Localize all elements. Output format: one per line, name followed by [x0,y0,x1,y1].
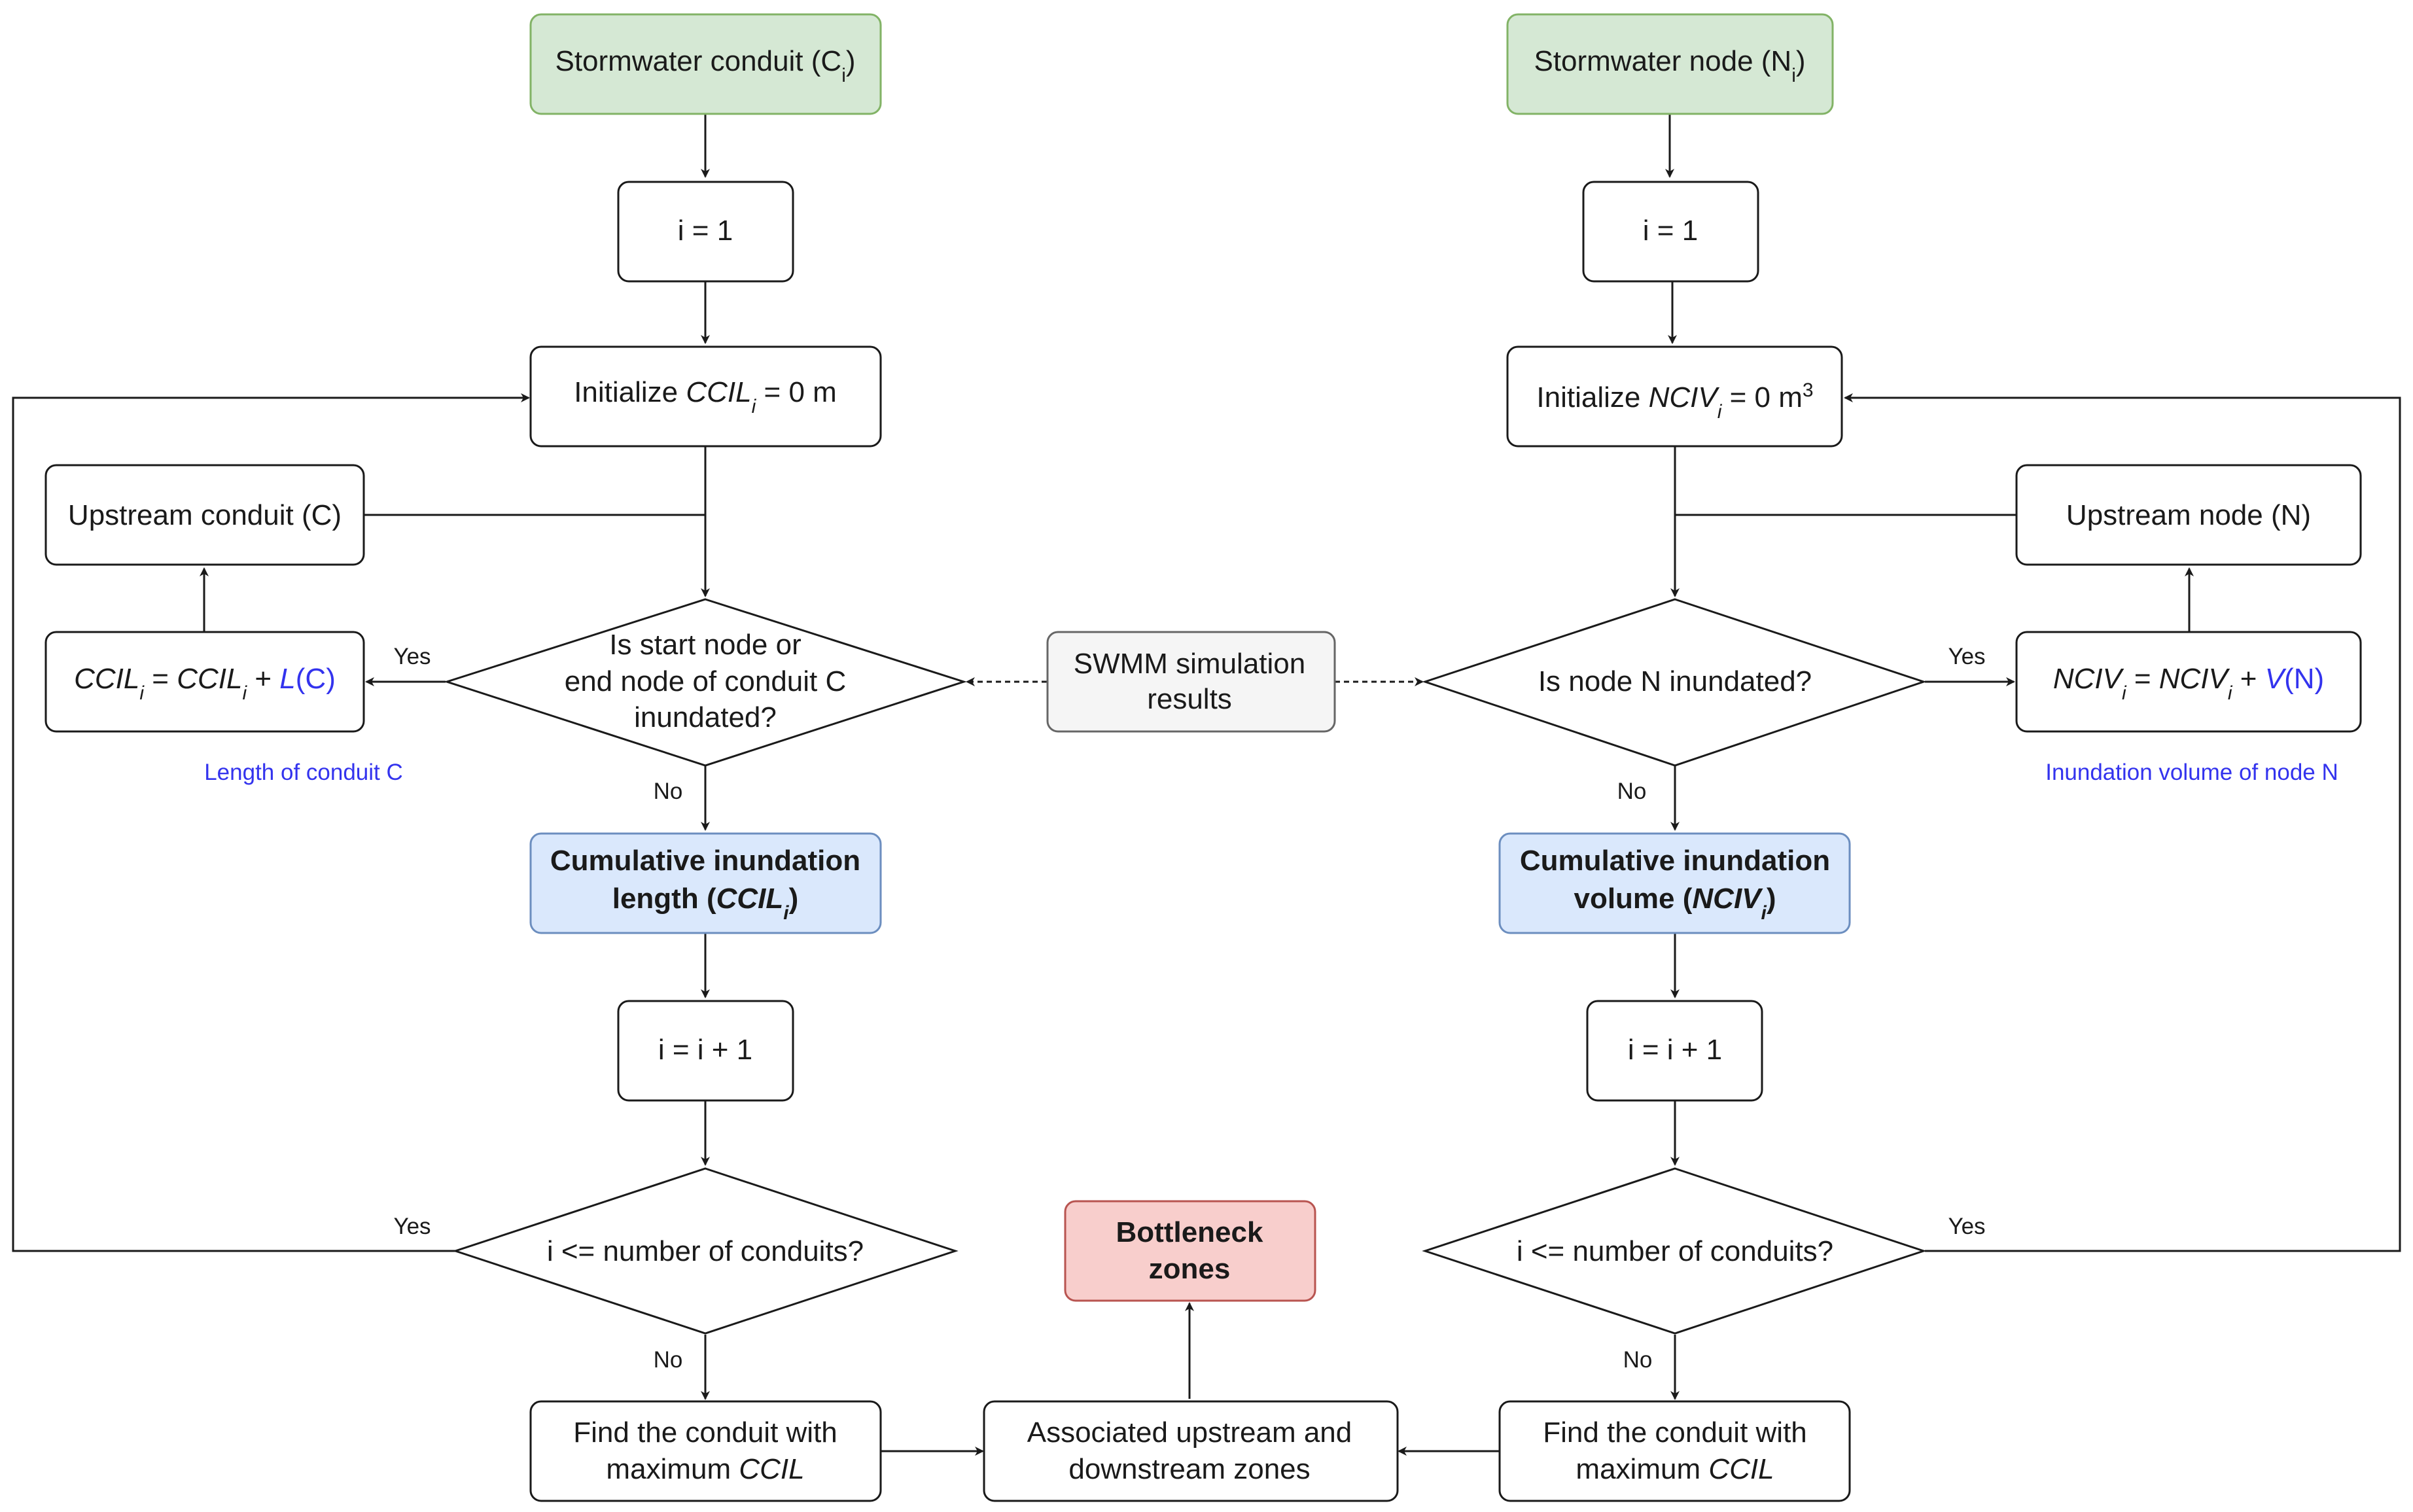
left-start-box [529,13,882,115]
left-counter-init-node: i = 1 [617,181,794,283]
right-counter-inc-box [1586,1000,1763,1102]
right-init-label: Initialize NCIVi = 0 m3 [1536,379,1813,423]
right-decision2-diamond [1422,1167,1927,1335]
left-update-note: Length of conduit C [204,760,403,785]
left-decision1-line3: inundated? [634,701,777,733]
bottleneck-line1: Bottleneck [1116,1216,1263,1248]
right-find-box [1498,1400,1851,1502]
left-init-label: Initialize CCILi = 0 m [574,376,837,417]
left-decision1-no-label: No [654,779,683,804]
left-decision2-diamond [452,1167,959,1335]
right-decision2-label: i <= number of conduits? [1517,1235,1833,1267]
edge-left-loop-back [12,393,530,1252]
simulation-line1: SWMM simulation [1074,648,1306,680]
left-find-line2: maximum CCIL [606,1453,804,1485]
left-result-line2: length (CCILi) [612,883,799,924]
left-counter-init-label: i = 1 [678,215,733,247]
left-decision1-diamond [444,598,967,767]
left-counter-inc-box [617,1000,794,1102]
left-init-node: Initialize CCILi = 0 m [529,345,882,448]
left-start-node: Stormwater conduit (Ci) [529,13,882,115]
left-update-node: CCILi = CCILi + L(C) [44,631,365,733]
left-decision2-yes-label: Yes [393,1214,431,1239]
right-start-box [1506,13,1834,115]
right-decision1-diamond [1422,598,1927,767]
left-result-node: Cumulative inundation length (CCILi) [529,832,882,934]
left-upstream-node: Upstream conduit (C) [44,464,365,566]
left-decision2-no-label: No [654,1347,683,1373]
right-decision1-no-label: No [1617,779,1647,804]
left-upstream-label: Upstream conduit (C) [68,499,342,531]
left-upstream-box [44,464,365,566]
simulation-node: SWMM simulation results [1046,631,1336,733]
right-update-node: NCIVi = NCIVi + V(N) [2015,631,2362,733]
left-decision2-node: i <= number of conduits? [452,1167,959,1335]
left-find-line1: Find the conduit with [573,1416,837,1449]
simulation-line2: results [1147,683,1232,715]
right-decision2-no-label: No [1623,1347,1653,1373]
right-counter-inc-label: i = i + 1 [1628,1034,1722,1066]
right-update-note: Inundation volume of node N [2045,760,2338,785]
right-upstream-label: Upstream node (N) [2066,499,2311,531]
left-counter-inc-node: i = i + 1 [617,1000,794,1102]
left-find-node: Find the conduit with maximum CCIL [529,1400,882,1502]
edges [12,114,2401,1456]
left-update-label: CCILi = CCILi + L(C) [74,663,336,704]
left-decision1-yes-label: Yes [393,644,431,669]
left-counter-init-box [617,181,794,283]
left-decision1-line2: end node of conduit C [565,665,847,697]
right-update-box [2015,631,2362,733]
right-result-line1: Cumulative inundation [1520,845,1830,877]
left-init-box [529,345,882,448]
right-upstream-node: Upstream node (N) [2015,464,2362,566]
left-result-box [529,832,882,934]
left-decision1-node: Is start node or end node of conduit C i… [444,598,967,767]
right-result-node: Cumulative inundation volume (NCIVi) [1498,832,1851,934]
right-counter-init-label: i = 1 [1643,215,1698,247]
left-decision1-line1: Is start node or [609,629,801,661]
left-result-line1: Cumulative inundation [550,845,860,877]
right-start-node: Stormwater node (Ni) [1506,13,1834,115]
right-find-line2: maximum CCIL [1576,1453,1774,1485]
right-decision1-label: Is node N inundated? [1538,665,1812,697]
associated-line1: Associated upstream and [1027,1416,1352,1449]
bottleneck-box [1064,1200,1316,1302]
right-decision2-node: i <= number of conduits? [1422,1167,1927,1335]
left-counter-inc-label: i = i + 1 [658,1034,752,1066]
left-start-label: Stormwater conduit (Ci) [555,45,855,86]
right-find-node: Find the conduit with maximum CCIL [1498,1400,1851,1502]
left-find-box [529,1400,882,1502]
left-decision2-label: i <= number of conduits? [547,1235,864,1267]
simulation-box [1046,631,1336,733]
associated-line2: downstream zones [1068,1453,1310,1485]
bottleneck-line2: zones [1149,1253,1231,1285]
right-find-line1: Find the conduit with [1543,1416,1807,1449]
right-upstream-box [2015,464,2362,566]
right-counter-init-node: i = 1 [1582,181,1759,283]
right-result-line2: volume (NCIVi) [1574,883,1776,924]
right-init-node: Initialize NCIVi = 0 m3 [1506,345,1843,448]
right-counter-init-box [1582,181,1759,283]
associated-node: Associated upstream and downstream zones [983,1400,1399,1502]
bottleneck-node: Bottleneck zones [1064,1200,1316,1302]
right-counter-inc-node: i = i + 1 [1586,1000,1763,1102]
left-update-box [44,631,365,733]
edge-right-loop-back [1844,393,2401,1252]
right-decision1-yes-label: Yes [1948,644,1985,669]
associated-box [983,1400,1399,1502]
right-result-box [1498,832,1851,934]
right-update-label: NCIVi = NCIVi + V(N) [2053,663,2324,704]
right-init-box [1506,345,1843,448]
right-decision2-yes-label: Yes [1948,1214,1985,1239]
right-decision1-node: Is node N inundated? [1422,598,1927,767]
right-start-label: Stormwater node (Ni) [1534,45,1805,86]
